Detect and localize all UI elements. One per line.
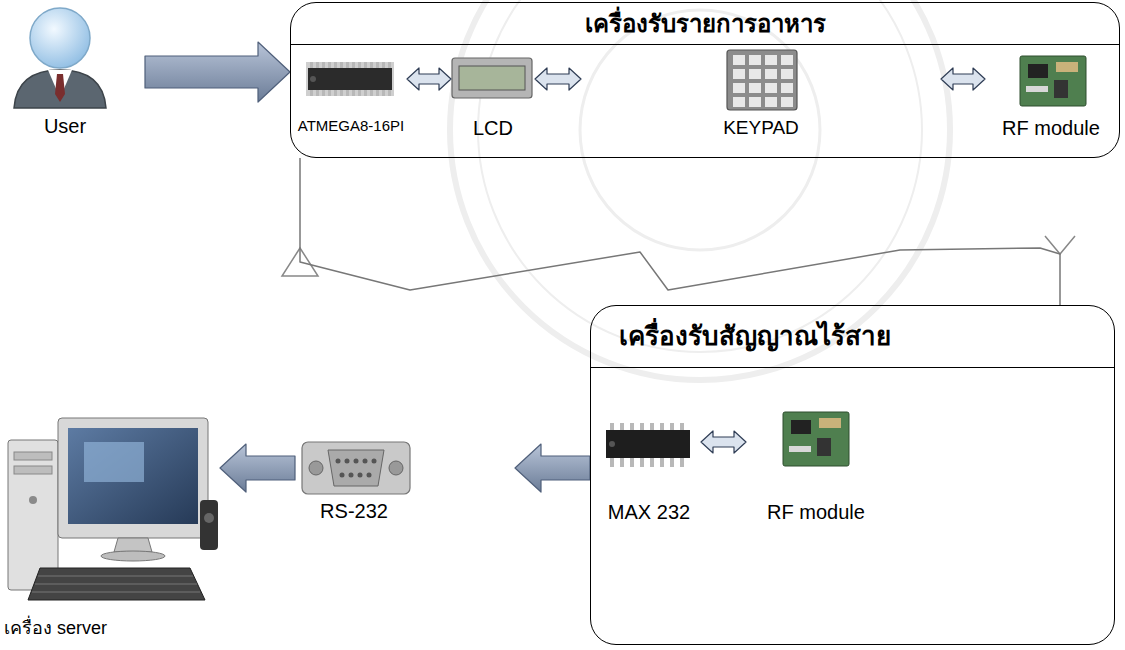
component: MAX 232: [597, 401, 701, 526]
watermark-seal: [450, 0, 950, 380]
component: RF module: [746, 401, 886, 526]
bus-arrow: [535, 68, 581, 90]
label-holder: RF module: [756, 501, 876, 524]
part-label: ATMEGA8-16PI: [298, 117, 404, 134]
rf-module: [783, 412, 849, 466]
part-label: KEYPAD: [723, 117, 799, 139]
part-label: RF module: [767, 501, 865, 524]
part-label: MAX 232: [608, 501, 690, 524]
flow-arrow: [145, 42, 290, 102]
db9-connector: [302, 442, 410, 494]
device-box: เครื่องรับรายการอาหาร ATMEGA8-16PI LCD KEYP…: [290, 2, 1120, 158]
wireless-link: [300, 158, 1060, 305]
rf-module: [1020, 56, 1086, 106]
server-computer: เครื่อง server: [4, 410, 220, 646]
component: KEYPAD: [581, 49, 941, 147]
header-band: เครื่องรับรายการอาหาร: [291, 3, 1119, 45]
label-holder: KEYPAD: [711, 117, 811, 139]
header-band: เครื่องรับสัญญาณไร้สาย: [591, 306, 1114, 368]
user-icon: [14, 8, 106, 108]
antenna-symbol: [282, 236, 1075, 276]
component: ATMEGA8-16PI: [295, 49, 407, 147]
component: LCD: [451, 49, 535, 147]
bus-arrow: [407, 68, 451, 90]
microcontroller-chip: [306, 62, 394, 96]
box-heading: เครื่องรับรายการอาหาร: [585, 3, 826, 45]
serial-port: RS-232: [295, 428, 515, 528]
label-holder: LCD: [451, 117, 535, 140]
part-label: LCD: [473, 117, 513, 140]
lcd-module: [452, 58, 532, 98]
part-label: เครื่อง server: [4, 618, 107, 639]
part-label: User: [44, 115, 86, 138]
part-label: RS-232: [320, 500, 388, 523]
user-actor: User: [5, 5, 145, 145]
label-holder: เครื่อง server: [4, 618, 134, 639]
label-holder: User: [13, 115, 117, 138]
part-label: RF module: [1002, 117, 1100, 140]
bus-arrow: [941, 68, 985, 90]
server-computer: [8, 418, 218, 600]
flow-arrow: [515, 444, 590, 492]
device-box: เครื่องรับสัญญาณไร้สาย MAX 232 RF module: [590, 305, 1115, 645]
keypad: [727, 50, 797, 110]
label-holder: MAX 232: [597, 501, 701, 524]
label-holder: RF module: [991, 117, 1111, 140]
max232-chip: [606, 423, 690, 467]
box-heading: เครื่องรับสัญญาณไร้สาย: [619, 306, 891, 368]
flow-arrow: [220, 444, 295, 492]
component: RF module: [985, 49, 1117, 147]
bus-arrow: [701, 431, 746, 453]
label-holder: ATMEGA8-16PI: [295, 117, 407, 135]
label-holder: RS-232: [295, 500, 413, 523]
